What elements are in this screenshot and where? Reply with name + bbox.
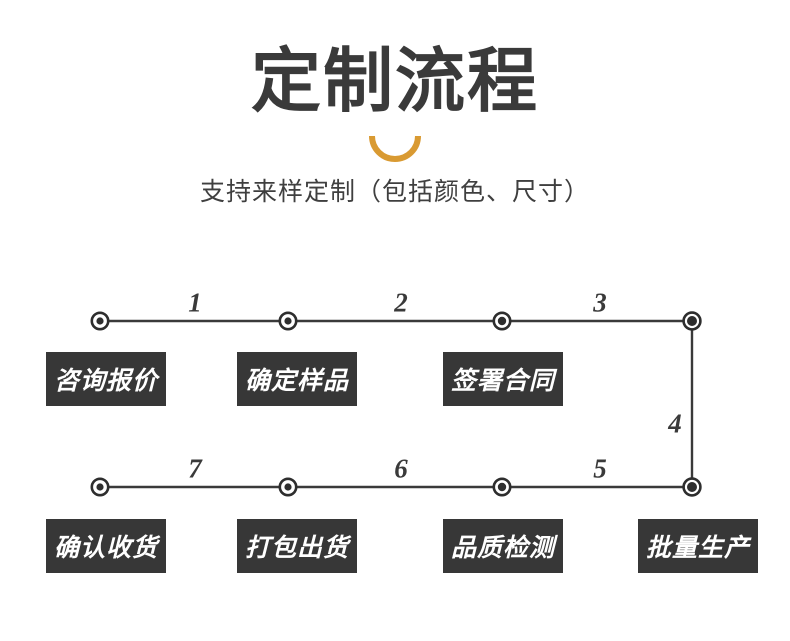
page-subtitle: 支持来样定制（包括颜色、尺寸）: [199, 178, 590, 206]
step-box-confirm-receipt[interactable]: 确认收货: [46, 519, 166, 573]
step-number-6: 6: [394, 453, 408, 484]
page-header: 定制流程 支持来样定制（包括颜色、尺寸）: [0, 0, 790, 208]
step-box-sign-contract[interactable]: 签署合同: [443, 352, 563, 406]
node-marker-6[interactable]: [278, 477, 298, 497]
node-marker-3[interactable]: [492, 311, 512, 331]
step-number-2: 2: [394, 287, 408, 318]
step-number-1: 1: [188, 287, 202, 318]
step-number-3: 3: [593, 287, 607, 318]
step-box-confirm-sample[interactable]: 确定样品: [237, 352, 357, 406]
node-marker-5[interactable]: [492, 477, 512, 497]
step-number-4: 4: [668, 408, 682, 439]
step-number-7: 7: [188, 453, 202, 484]
node-marker-7[interactable]: [90, 477, 110, 497]
semicircle-arc-icon: [369, 135, 421, 162]
node-marker-corner-top[interactable]: [682, 311, 702, 331]
node-marker-1[interactable]: [90, 311, 110, 331]
node-marker-2[interactable]: [278, 311, 298, 331]
step-box-consult-quote[interactable]: 咨询报价: [46, 352, 166, 406]
node-marker-corner-bottom[interactable]: [682, 477, 702, 497]
step-box-quality-inspection[interactable]: 品质检测: [443, 519, 563, 573]
step-number-5: 5: [593, 453, 607, 484]
step-box-mass-production[interactable]: 批量生产: [638, 519, 758, 573]
page-title: 定制流程: [251, 42, 539, 120]
arc-divider: [0, 134, 790, 164]
step-box-pack-ship[interactable]: 打包出货: [237, 519, 357, 573]
